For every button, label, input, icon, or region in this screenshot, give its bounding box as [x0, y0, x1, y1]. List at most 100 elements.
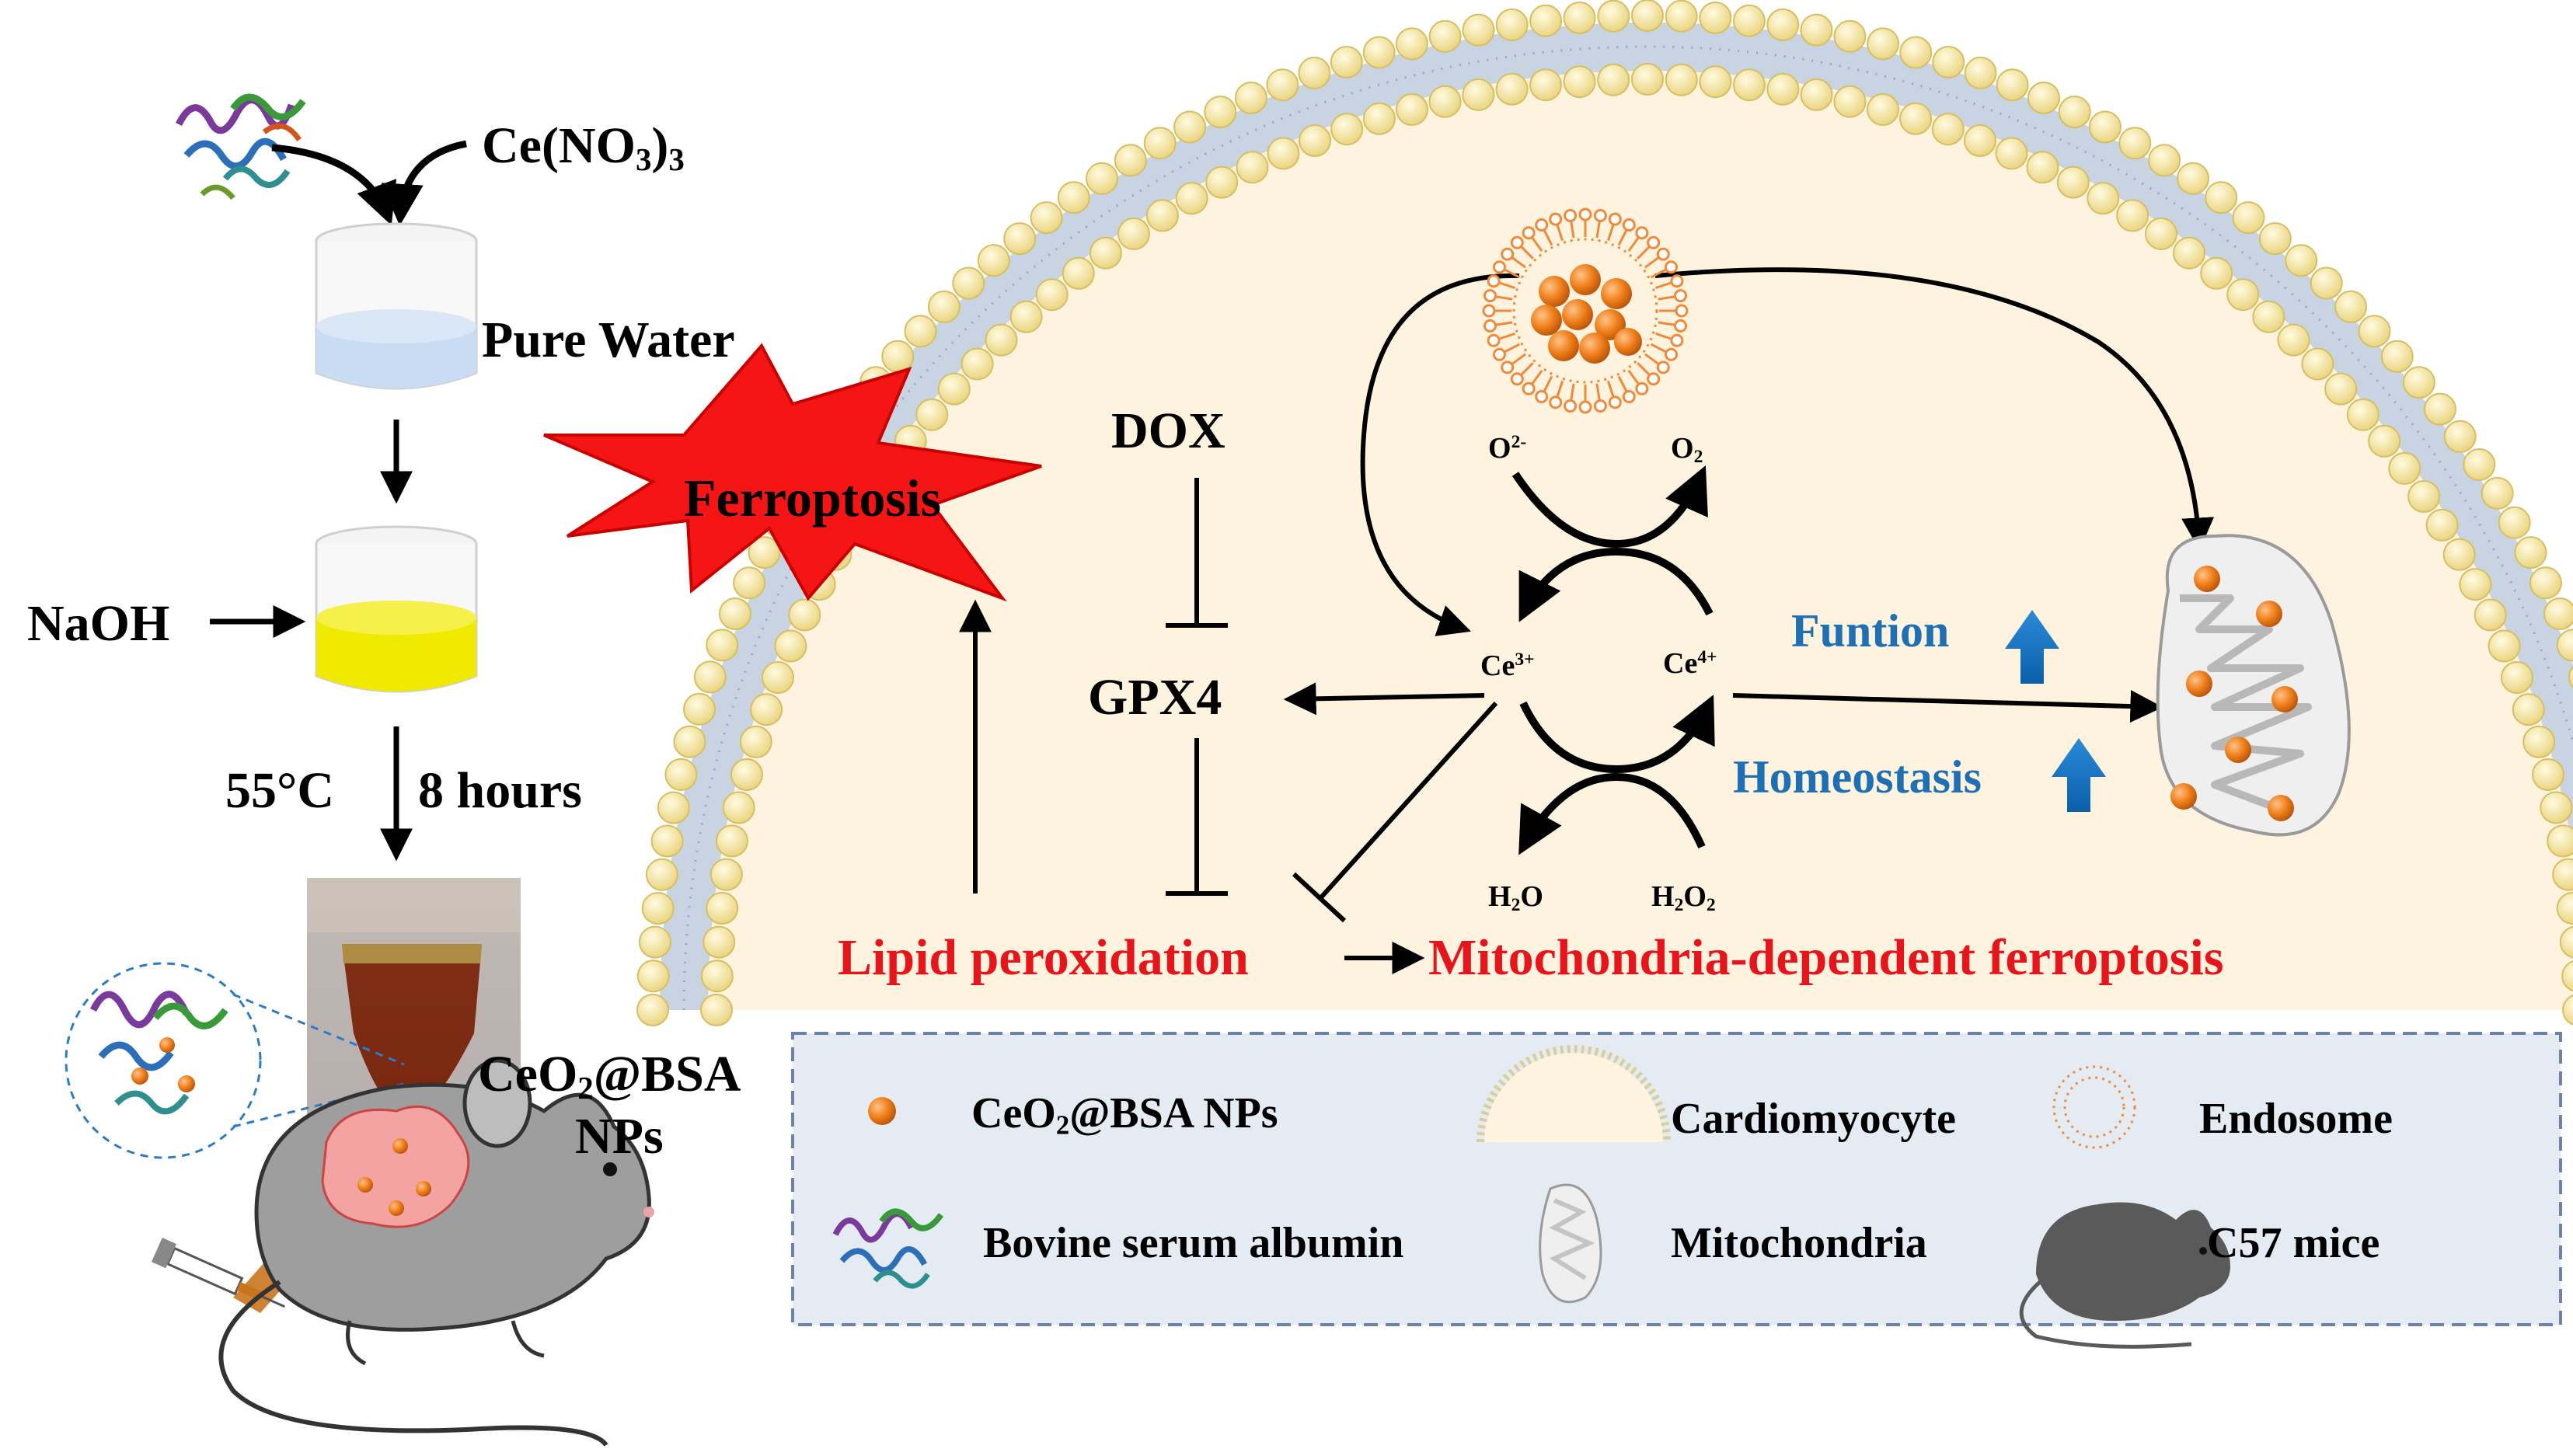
lipid-head-outer — [1266, 68, 1299, 102]
product-label-line2: NPs — [575, 1108, 664, 1165]
lipid-head-inner — [2056, 165, 2090, 199]
endosome-lipid-tail — [1654, 332, 1673, 340]
lipid-head-inner — [1867, 93, 1899, 126]
endosome-lipid-tail — [1627, 235, 1640, 252]
lipid-head-outer — [2310, 266, 2343, 300]
lipid-head-inner — [915, 398, 949, 431]
lipid-head-inner — [1205, 165, 1239, 199]
legend-box — [791, 1032, 2562, 1349]
product-label: CeO2@BSA — [478, 1046, 741, 1106]
lipid-head-outer — [1665, 0, 1698, 33]
function-up-arrow — [2005, 610, 2059, 684]
endosome-lipid-tail — [1530, 235, 1543, 252]
lipid-head-inner — [1117, 217, 1150, 250]
lipid-head-inner — [1931, 113, 1965, 146]
endosome-lipid-head — [1522, 381, 1536, 395]
lipid-head-outer — [1529, 4, 1563, 37]
lipid-head-inner — [1529, 68, 1562, 102]
legend-mitochondria-icon — [1539, 1183, 1602, 1304]
endosome-lipid-head — [1487, 333, 1501, 347]
lipid-head-outer — [1899, 36, 1933, 69]
lipid-head-outer — [2543, 597, 2573, 630]
lipid-head-outer — [2402, 366, 2435, 399]
lipid-head-outer — [2529, 566, 2562, 600]
endosome-lipid-tail — [1503, 268, 1521, 279]
lipid-head-outer — [639, 925, 671, 959]
endosome-lipid-head — [1665, 260, 1678, 274]
lipid-head-outer — [1631, 0, 1664, 32]
lipid-head-outer — [927, 290, 961, 323]
beaker-pure-water — [315, 222, 478, 390]
lipid-head-outer — [1057, 181, 1090, 214]
endosome-lipid-tail — [1494, 295, 1513, 301]
lipid-head-outer — [1235, 82, 1267, 114]
lipid-head-outer — [748, 536, 781, 570]
endosome-lipid-head — [1482, 304, 1496, 318]
bsa-protein-icon — [175, 93, 306, 200]
endosome-lipid-tail — [1595, 383, 1601, 402]
lipid-head-outer — [733, 566, 766, 600]
np-magnified-circle — [64, 962, 405, 1159]
lipid-head-inner — [2540, 791, 2573, 824]
lipid-head-outer — [1086, 162, 1118, 195]
lipid-head-inner — [2252, 300, 2285, 333]
lipid-head-outer — [1030, 201, 1063, 235]
lipid-head-inner — [2532, 758, 2564, 791]
endosome-lipid-tail — [1595, 220, 1601, 239]
lipid-head-outer — [1867, 27, 1900, 61]
mito-ferroptosis-label: Mitochondria-dependent ferroptosis — [1428, 929, 2224, 986]
lipid-head-inner — [961, 347, 994, 381]
product-tube-photo — [307, 878, 521, 1123]
lipid-head-inner — [2200, 256, 2233, 290]
lipid-head-outer — [650, 824, 684, 858]
endosome-lipid-tail — [1637, 245, 1651, 260]
reagent-label: Ce(NO3)3 — [482, 117, 685, 178]
endosome-lipid-head — [1665, 347, 1678, 361]
endosome-lipid-tail — [1658, 321, 1676, 326]
endosome-lipid-head — [1549, 212, 1563, 226]
lipid-head-outer — [2498, 506, 2531, 539]
endosome-lipid-tail — [1519, 245, 1534, 260]
lipid-head-inner — [2425, 508, 2459, 542]
lipid-head-inner — [1062, 256, 1095, 290]
homeostasis-up-arrow — [2052, 738, 2106, 812]
beaker-naoh — [315, 525, 478, 693]
lipid-head-inner — [700, 960, 734, 993]
legend-cardiomyocyte-icon — [1477, 1045, 1671, 1143]
lipid-head-inner — [739, 725, 772, 758]
lipid-head-inner — [1462, 78, 1495, 111]
lipid-head-inner — [703, 925, 736, 959]
lipid-head-inner — [937, 372, 971, 406]
lipid-head-outer — [645, 858, 678, 891]
lipid-head-inner — [2116, 199, 2149, 232]
superoxide-label: O2- — [1488, 432, 1527, 465]
peroxide-label: H2O2 — [1651, 880, 1716, 915]
lipid-head-inner — [706, 892, 739, 925]
lipid-head-outer — [1996, 68, 2029, 102]
lipid-head-inner — [2488, 629, 2521, 663]
lipid-head-inner — [985, 323, 1018, 357]
lipid-head-outer — [2088, 110, 2122, 144]
endosome-lipid-tail — [1617, 375, 1628, 393]
legend-bsa-label: Bovine serum albumin — [983, 1219, 1404, 1267]
endosome-lipid-tail — [1556, 223, 1564, 242]
lipid-head-inner — [750, 693, 783, 726]
endosome-lipid-head — [1647, 235, 1661, 249]
lipid-peroxidation-label: Lipid peroxidation — [838, 929, 1249, 986]
lipid-head-inner — [762, 661, 794, 694]
endosome-lipid-head — [1635, 226, 1649, 240]
ferroptosis-label: Ferroptosis — [684, 468, 942, 528]
lipid-head-inner — [1495, 72, 1529, 106]
function-label: Funtion — [1791, 605, 1950, 657]
endosome-lipid-head — [1593, 399, 1607, 413]
endosome-lipid-tail — [1570, 383, 1575, 402]
lipid-head-outer — [2258, 222, 2292, 256]
lipid-head-outer — [2285, 244, 2318, 277]
lipid-head-outer — [664, 758, 698, 791]
endosome-lipid-head — [1535, 218, 1549, 232]
endosome-lipid-head — [1670, 274, 1684, 288]
lipid-head-inner — [1766, 72, 1800, 106]
lipid-head-inner — [2026, 151, 2059, 184]
lipid-head-inner — [700, 994, 733, 1026]
lipid-head-outer — [2463, 448, 2496, 481]
